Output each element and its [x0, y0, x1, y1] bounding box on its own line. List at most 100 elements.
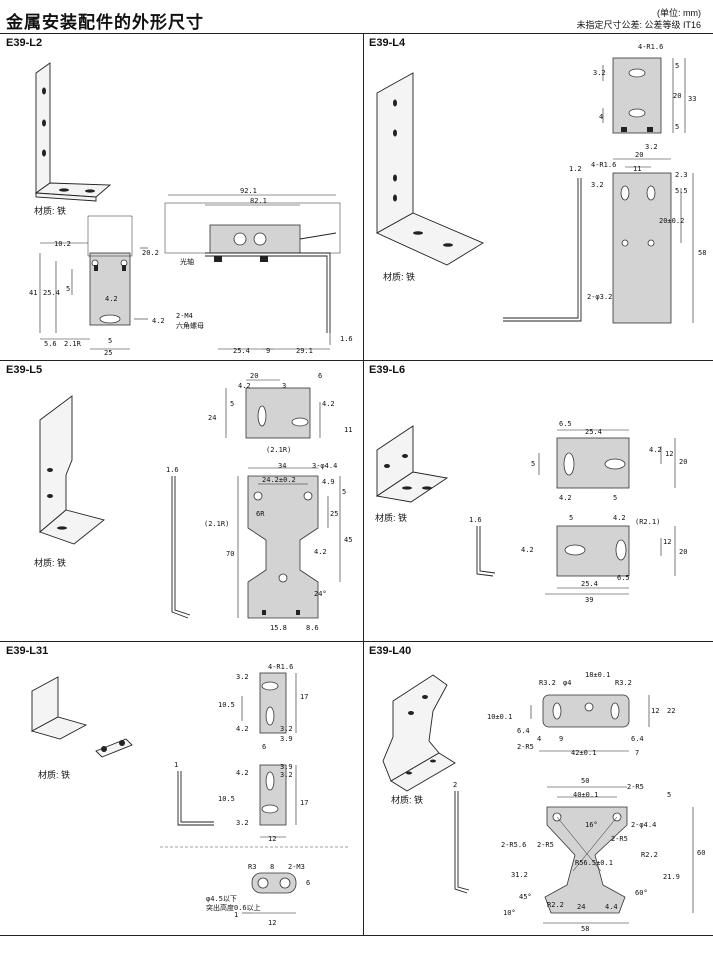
dim-label: (R2.1): [635, 518, 660, 526]
panel-e39-l5: E39-L5 材质: 铁: [0, 360, 363, 641]
dim-label: 24.2±0.2: [262, 476, 296, 484]
dim-label: 1: [234, 911, 238, 919]
dim-label: 45: [344, 536, 352, 544]
dim-label: 3.2: [236, 819, 249, 827]
iso-bracket-l2: [34, 62, 112, 202]
dim-label: 1.6: [166, 466, 179, 474]
top-rule: [0, 33, 713, 34]
dim-label: 20: [635, 151, 643, 159]
dim-label: 10°: [503, 909, 516, 917]
dim-label: 40±0.1: [573, 791, 598, 799]
dim-label: 11: [633, 165, 641, 173]
front-view-l40: [454, 786, 694, 924]
dim-label: 6R: [256, 510, 265, 518]
dim-label: 7: [635, 749, 639, 757]
front-view-l2: [39, 215, 148, 350]
dim-label: 1.6: [469, 516, 482, 524]
panel-e39-l6: E39-L6 材质: 铁: [363, 360, 713, 641]
dim-label: 2-R5: [627, 783, 644, 791]
dim-label: 4.2: [238, 382, 251, 390]
dim-label: 1: [174, 761, 178, 769]
dim-label: 3-φ4.4: [312, 462, 337, 470]
drawing-e39-l2: 92.1 82.1 10.2 20.2 41 25.4 5 4.2 4.2 5.…: [29, 62, 353, 357]
panel-e39-l40: E39-L40 材质: 铁: [363, 641, 713, 935]
dim-label: 29.1: [296, 347, 313, 355]
top-view-l4: [602, 57, 686, 134]
dim-label: 4-R1.6: [638, 43, 663, 51]
dim-label: 4.2: [152, 317, 165, 325]
dim-label: φ4.5以下: [206, 895, 237, 903]
dim-label: (2.1R): [266, 446, 291, 454]
row-rule-1: [0, 360, 713, 361]
drawing-e39-l40: R3.2 φ4 18±0.1 R3.2 10±0.1 12 22 6.4 4 9…: [382, 671, 705, 933]
dim-label: 42±0.1: [571, 749, 596, 757]
dim-label: 58: [698, 249, 706, 257]
dim-label: 光轴: [180, 257, 194, 266]
dim-label: 5: [108, 337, 112, 345]
unit-note: (单位: mm) 未指定尺寸公差: 公差等级 IT16: [576, 7, 701, 31]
dim-label: 2-R5.6: [501, 841, 526, 849]
dim-label: 4.2: [649, 446, 662, 454]
dim-label: 25: [330, 510, 338, 518]
dim-label: 24: [208, 414, 216, 422]
dim-label: 50: [581, 777, 589, 785]
dim-label: 18±0.1: [585, 671, 610, 679]
iso-bracket-l6: [375, 425, 449, 503]
bottom-rule: [0, 935, 713, 936]
dim-label: 25.4: [585, 428, 602, 436]
top-view-l6: [538, 429, 676, 489]
dim-label: 6.4: [631, 735, 644, 743]
panel-e39-l4: E39-L4 材质: 铁: [363, 33, 713, 360]
dim-label: 3.2: [645, 143, 658, 151]
dim-label: 3.2: [591, 181, 604, 189]
dim-label: 4.2: [236, 725, 249, 733]
top-view-l31: [241, 672, 297, 734]
dim-label: 6: [318, 372, 322, 380]
dim-label: 39: [585, 596, 593, 604]
dim-label: 20.2: [142, 249, 159, 257]
front-view-l31: [177, 764, 297, 838]
front-view-l4: [503, 158, 694, 324]
dim-label: R3: [248, 863, 256, 871]
unit-line-2: 未指定尺寸公差: 公差等级 IT16: [576, 20, 701, 30]
panel-name: E39-L4: [369, 37, 406, 49]
dim-label: 20: [250, 372, 258, 380]
dim-label: 3: [282, 382, 286, 390]
dim-label: 10.5: [218, 795, 235, 803]
dim-label: 8.6: [306, 624, 319, 632]
dim-label: 5: [230, 400, 234, 408]
material-label: 材质: 铁: [34, 206, 67, 216]
panel-name: E39-L5: [6, 364, 43, 376]
row-rule-2: [0, 641, 713, 642]
dim-label: 20: [673, 92, 681, 100]
dim-label: 5: [675, 62, 679, 70]
dim-label: 5: [667, 791, 671, 799]
dim-label: 2-M3: [288, 863, 305, 871]
dim-label: 4: [537, 735, 541, 743]
dim-label: 8: [270, 863, 274, 871]
dim-label: 24°: [314, 590, 327, 598]
dim-label: 60: [697, 849, 705, 857]
dim-label: 4-R1.6: [268, 663, 293, 671]
drawing-e39-l6: 6.5 25.4 4.2 5 12 20 4.2 5 1.6 5 4.2 (R2…: [375, 420, 687, 604]
dim-label: 22: [667, 707, 675, 715]
dim-label: 16°: [585, 821, 598, 829]
dim-label: φ4: [563, 679, 571, 687]
dim-label: 20: [679, 548, 687, 556]
dim-label: 2-R5: [611, 835, 628, 843]
page-title: 金属安装配件的外形尺寸: [6, 13, 204, 32]
dim-label: 5.6: [44, 340, 57, 348]
dim-label: 12: [651, 707, 659, 715]
dim-label: 5: [66, 285, 70, 293]
panel-name: E39-L31: [6, 645, 49, 657]
dim-label: 10.5: [218, 701, 235, 709]
dim-label: 5: [342, 488, 346, 496]
dim-label: 3.2: [593, 69, 606, 77]
material-label: 材质: 铁: [38, 770, 71, 780]
dim-label: 4.2: [105, 295, 118, 303]
dim-label: 20±0.2: [659, 217, 684, 225]
iso-bracket-l40: [382, 674, 456, 792]
dim-label: 6.5: [617, 574, 630, 582]
unit-line-1: (单位: mm): [657, 8, 701, 18]
dim-label: 5.5: [675, 187, 688, 195]
